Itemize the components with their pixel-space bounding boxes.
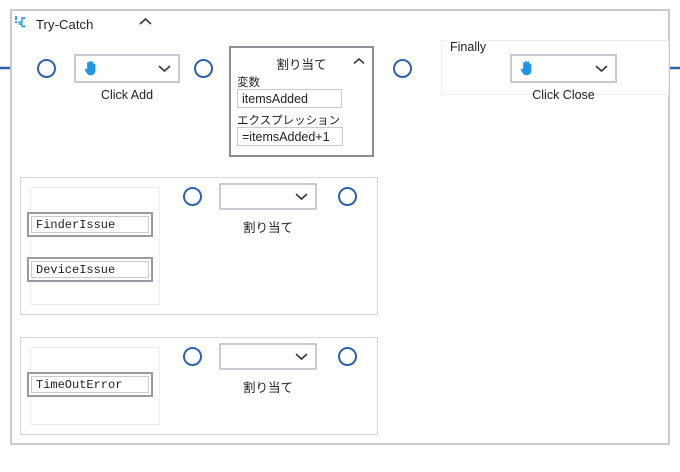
- page-title: Try-Catch: [36, 16, 94, 32]
- activity-assign-label: 割り当て: [242, 221, 293, 235]
- activity-assign[interactable]: [219, 183, 317, 210]
- finally-label: Finally: [448, 40, 489, 54]
- connector-node[interactable]: [338, 346, 357, 366]
- try-catch-header[interactable]: Try-Catch: [14, 13, 93, 35]
- activity-assign[interactable]: [219, 343, 317, 370]
- exception-chip[interactable]: DeviceIssue: [27, 257, 153, 282]
- variable-field-label: 変数: [237, 77, 260, 89]
- exception-chip[interactable]: TimeOutError: [27, 372, 153, 397]
- connector-node[interactable]: [338, 186, 357, 206]
- hand-click-icon: [519, 60, 534, 78]
- catch-exception-list: [30, 187, 160, 305]
- exception-chip[interactable]: FinderIssue: [27, 212, 153, 237]
- chevron-down-icon[interactable]: [295, 192, 308, 201]
- hand-click-icon: [83, 60, 98, 78]
- activity-click-add[interactable]: [74, 54, 180, 83]
- try-catch-collapse-button[interactable]: [134, 12, 156, 32]
- exception-chip-input[interactable]: DeviceIssue: [31, 261, 149, 278]
- assign-title: 割り当て: [276, 58, 327, 72]
- variable-field-input[interactable]: itemsAdded: [237, 89, 342, 108]
- connector-node[interactable]: [37, 58, 56, 78]
- connector-node[interactable]: [183, 186, 202, 206]
- connector-node[interactable]: [183, 346, 202, 366]
- chevron-down-icon[interactable]: [158, 64, 171, 73]
- activity-click-close-label: Click Close: [532, 88, 595, 102]
- chevron-down-icon[interactable]: [595, 64, 608, 73]
- assign-collapse-button[interactable]: [352, 54, 366, 68]
- expression-field-input[interactable]: =itemsAdded+1: [237, 127, 343, 146]
- assign-activity-panel[interactable]: 割り当て 変数 itemsAdded エクスプレッション =itemsAdded…: [229, 46, 374, 157]
- connector-node[interactable]: [194, 58, 213, 78]
- chevron-down-icon[interactable]: [295, 352, 308, 361]
- activity-click-close[interactable]: [510, 54, 617, 83]
- activity-click-add-label: Click Add: [100, 88, 154, 102]
- exception-chip-input[interactable]: FinderIssue: [31, 216, 149, 233]
- chevron-up-icon: [139, 13, 152, 31]
- expression-field-label: エクスプレッション: [237, 115, 341, 127]
- activity-assign-label: 割り当て: [242, 381, 293, 395]
- exception-chip-input[interactable]: TimeOutError: [31, 376, 149, 393]
- try-catch-branch-icon: [14, 14, 29, 34]
- connector-node[interactable]: [393, 58, 412, 78]
